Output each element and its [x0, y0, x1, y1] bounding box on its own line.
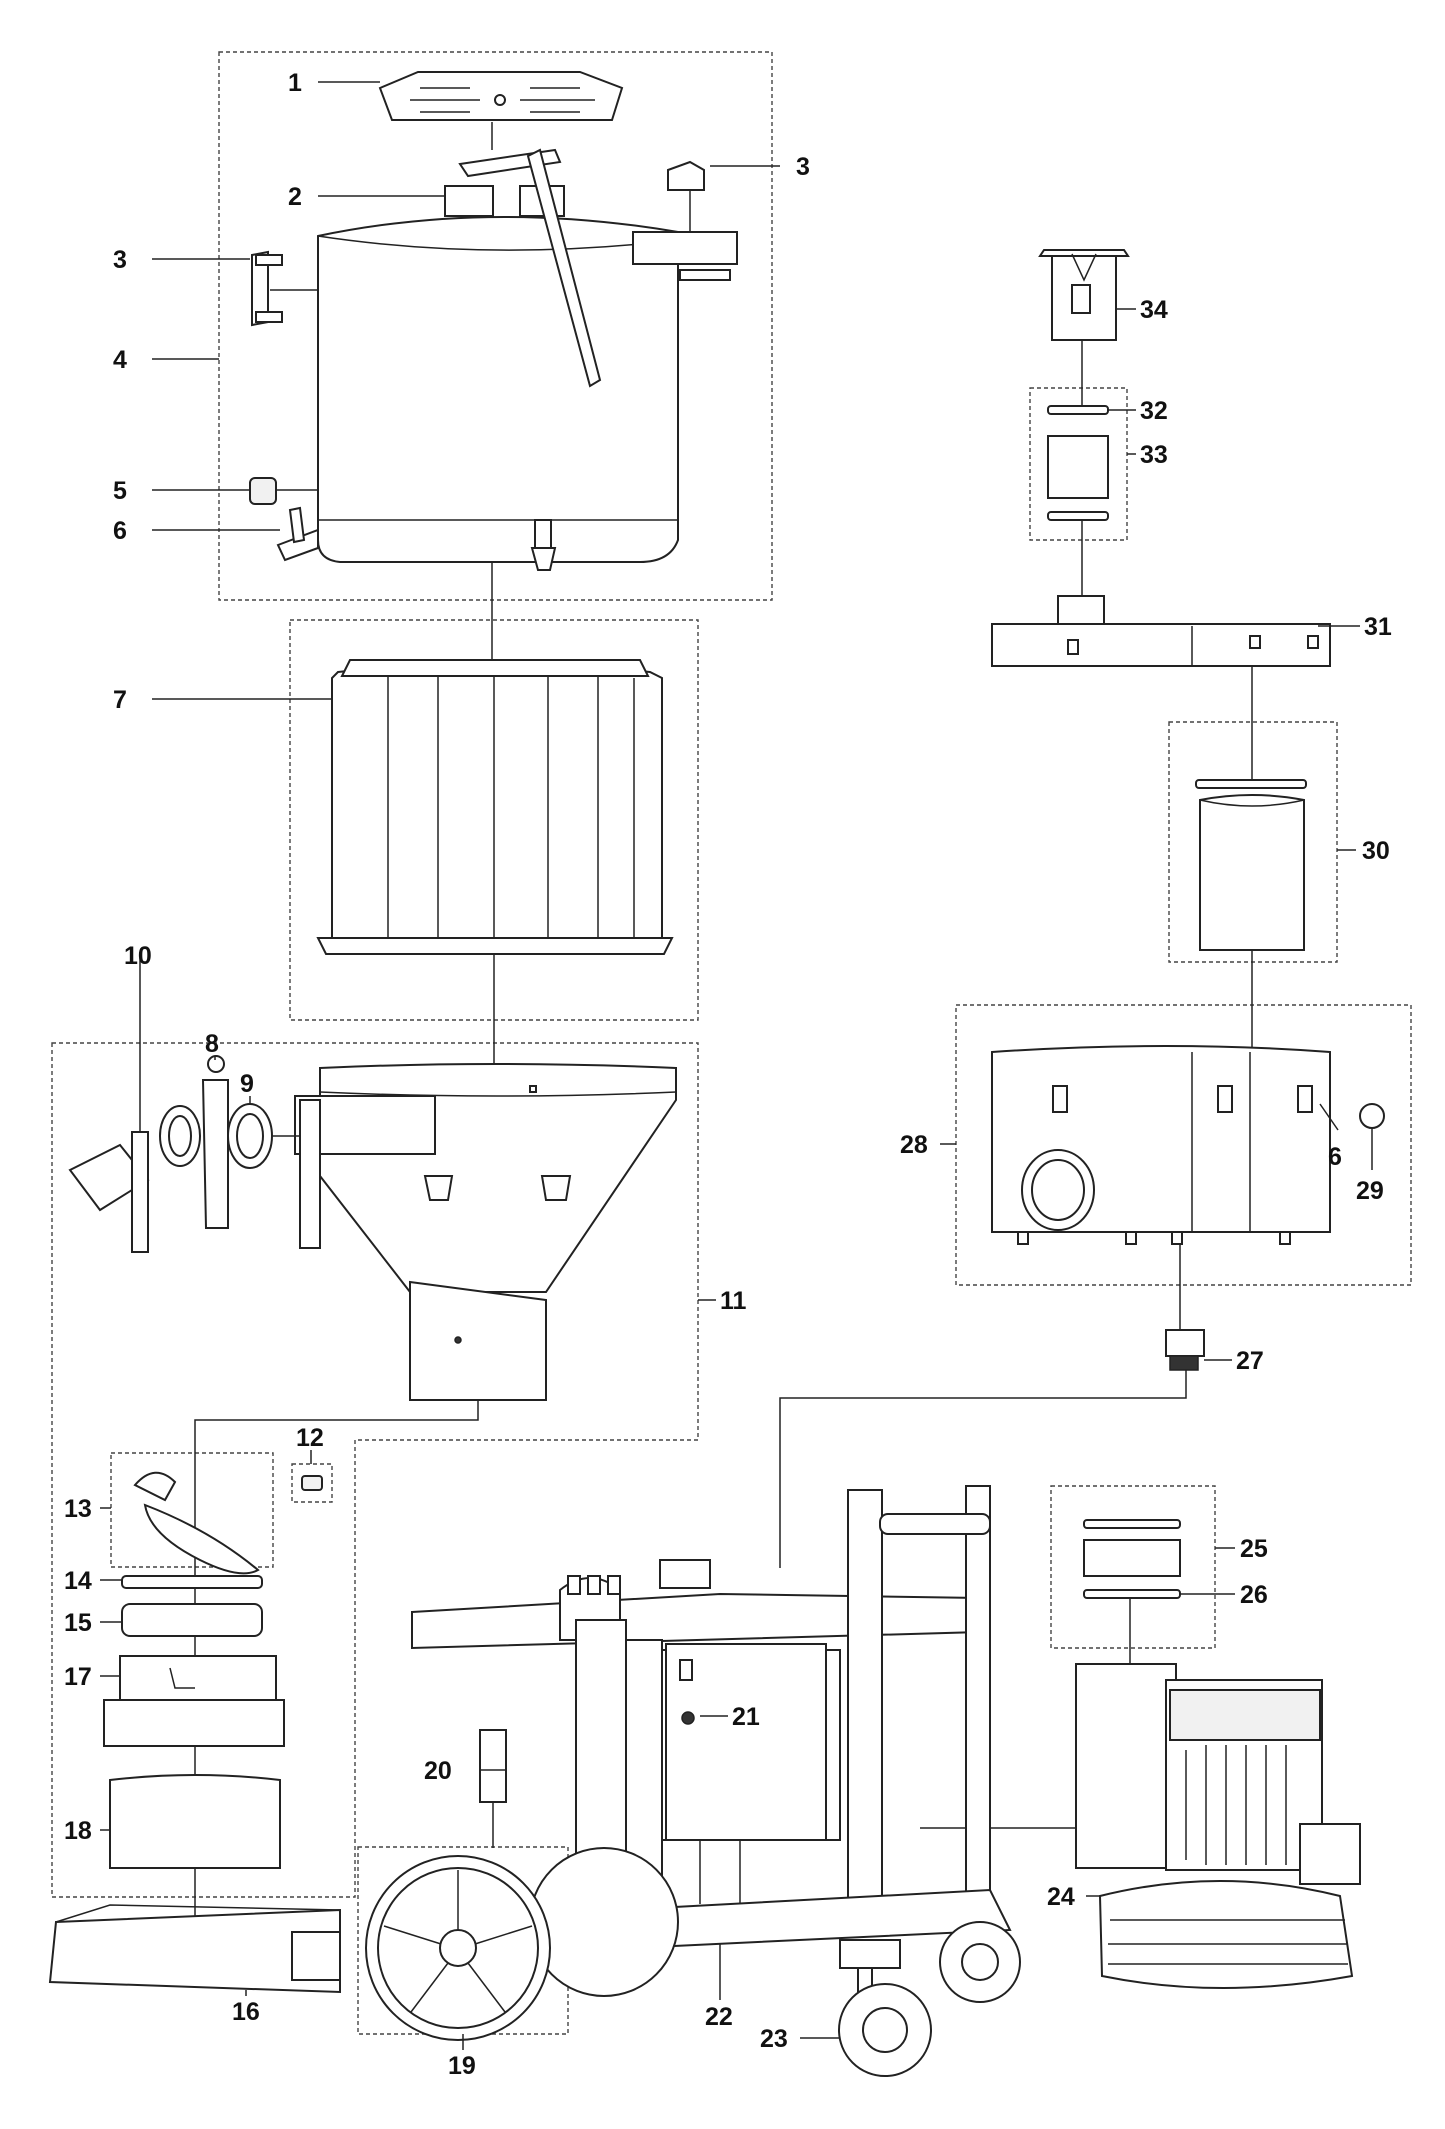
latch-6-top [276, 506, 557, 571]
connector-27 [1165, 1329, 1205, 1371]
label-24: 24 [1047, 1883, 1075, 1911]
motor-blower-24 [1075, 1663, 1361, 1989]
clamp-32 [1047, 405, 1109, 415]
hopper-11 [294, 1063, 677, 1401]
gasket-plate-8 [159, 1055, 229, 1229]
label-22: 22 [705, 2003, 733, 2031]
bumper-5 [249, 477, 318, 505]
ring-15 [121, 1603, 263, 1637]
label-15: 15 [64, 1609, 92, 1637]
label-21: 21 [732, 1703, 760, 1731]
control-box-21 [665, 1643, 827, 1841]
sleeve-17 [103, 1655, 285, 1747]
label-2: 2 [288, 183, 302, 211]
label-1: 1 [288, 69, 302, 97]
group-box-filter-33 [1029, 387, 1128, 541]
label-33: 33 [1140, 441, 1168, 469]
group-box-top-bin [218, 51, 773, 601]
label-4: 4 [113, 346, 127, 374]
label-19: 19 [448, 2052, 476, 2080]
castor-23 [838, 1921, 1021, 2077]
label-29: 29 [1356, 1177, 1384, 1205]
label-27: 27 [1236, 1347, 1264, 1375]
ring-14 [121, 1575, 263, 1589]
separator-28 [991, 1045, 1385, 1245]
label-8: 8 [205, 1030, 219, 1058]
handle-2 [444, 148, 602, 388]
filter-bank-7 [316, 659, 674, 955]
label-3-right: 3 [796, 153, 810, 181]
group-box-cartridge-30 [1168, 721, 1338, 963]
group-box-plates-25 [1050, 1485, 1216, 1649]
label-14: 14 [64, 1567, 92, 1595]
bag-18 [109, 1774, 281, 1869]
label-9: 9 [240, 1070, 254, 1098]
label-13: 13 [64, 1495, 92, 1523]
label-12: 12 [296, 1424, 324, 1452]
catch-3-top [667, 160, 705, 191]
inlet-elbow-10 [68, 1131, 150, 1253]
label-23: 23 [760, 2025, 788, 2053]
plates-25 [1083, 1519, 1181, 1599]
label-25: 25 [1240, 1535, 1268, 1563]
filter-33 [1047, 435, 1109, 521]
axle-20 [479, 1729, 507, 1803]
group-box-part-12 [291, 1463, 333, 1503]
screw-12 [301, 1475, 323, 1491]
tray-16 [48, 1904, 341, 1994]
drum-4 [317, 190, 738, 563]
label-5: 5 [113, 477, 127, 505]
label-32: 32 [1140, 397, 1168, 425]
label-28: 28 [900, 1131, 928, 1159]
wheel-19 [365, 1847, 679, 2041]
label-34: 34 [1140, 296, 1168, 324]
label-6-top: 6 [113, 517, 127, 545]
label-26: 26 [1240, 1581, 1268, 1609]
label-7: 7 [113, 686, 127, 714]
label-10: 10 [124, 942, 152, 970]
adapter-cap-31 [991, 595, 1331, 667]
label-6-right: 6 [1328, 1143, 1342, 1171]
label-17: 17 [64, 1663, 92, 1691]
label-18: 18 [64, 1817, 92, 1845]
label-16: 16 [232, 1998, 260, 2026]
group-box-hopper [51, 1042, 699, 1898]
lid-1 [378, 71, 624, 121]
label-31: 31 [1364, 613, 1392, 641]
label-11: 11 [720, 1287, 747, 1315]
group-box-flap [110, 1452, 274, 1568]
cartridge-30 [1195, 779, 1307, 951]
ring-9 [227, 1103, 300, 1169]
label-30: 30 [1362, 837, 1390, 865]
label-20: 20 [424, 1757, 452, 1785]
pre-filter-34 [1038, 249, 1130, 341]
flap-13 [133, 1471, 260, 1575]
group-box-separator-28 [955, 1004, 1412, 1286]
handle-3-side [251, 250, 318, 327]
label-3-left: 3 [113, 246, 127, 274]
